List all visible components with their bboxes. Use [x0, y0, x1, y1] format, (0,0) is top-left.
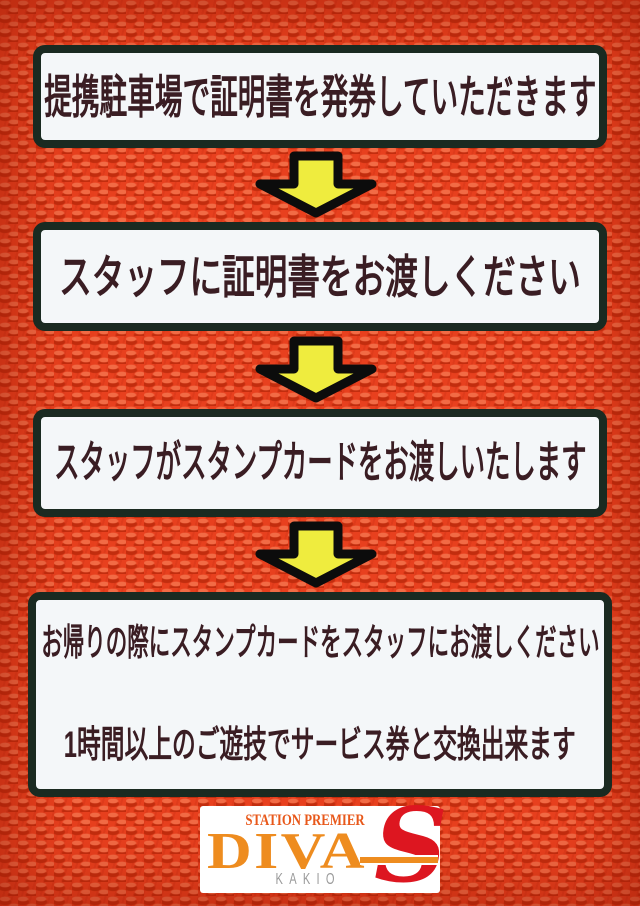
- step-box-1: 提携駐車場で証明書を発券していただきます: [33, 45, 607, 148]
- step-1-text: 提携駐車場で証明書を発券していただきます: [43, 70, 597, 123]
- step-4-line-2: 1時間以上のご遊技でサービス券と交換出来ます: [63, 724, 577, 765]
- step-box-4: お帰りの際にスタンプカードをスタッフにお渡しください 1時間以上のご遊技でサービ…: [28, 592, 612, 797]
- down-arrow-icon: [248, 151, 384, 219]
- logo-location: KAKIO: [275, 871, 341, 888]
- step-2-text: スタッフに証明書をお渡しください: [59, 250, 581, 303]
- diva-logo: STATION PREMIER DIVA S KAKIO: [200, 795, 448, 897]
- step-3-text: スタッフがスタンプカードをお渡しいたします: [53, 438, 587, 487]
- logo-tagline: STATION PREMIER: [245, 812, 365, 829]
- logo-wordmark: DIVA: [207, 823, 367, 880]
- down-arrow-icon: [248, 521, 384, 589]
- step-box-2: スタッフに証明書をお渡しください: [33, 222, 607, 331]
- down-arrow-icon: [248, 336, 384, 404]
- logo-underline-bar: [360, 855, 438, 865]
- step-box-3: スタッフがスタンプカードをお渡しいたします: [33, 409, 607, 517]
- logo-initial-s: S: [374, 786, 448, 906]
- step-4-line-1: お帰りの際にスタンプカードをスタッフにお渡しください: [40, 622, 600, 663]
